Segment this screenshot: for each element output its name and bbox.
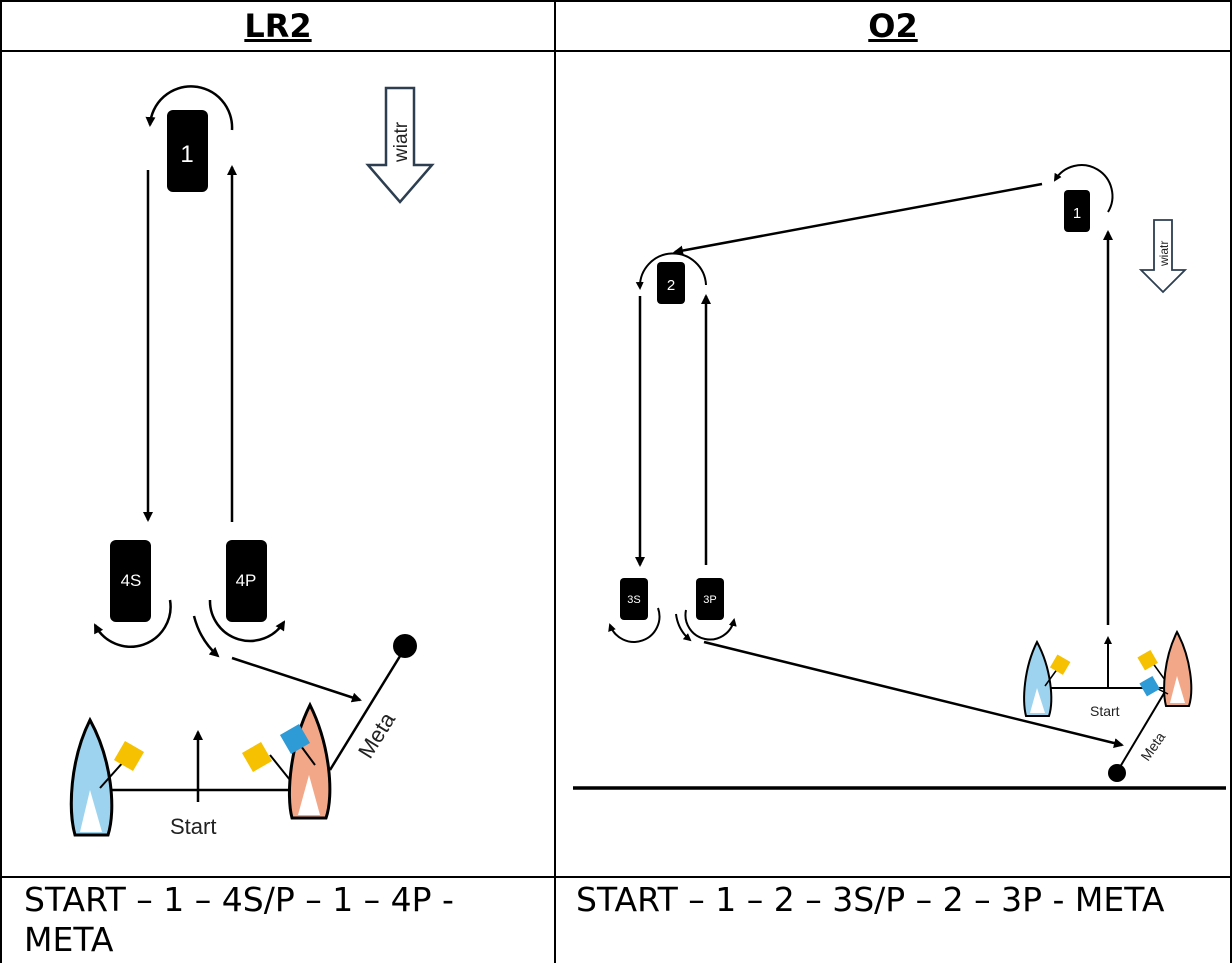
o2-finish-buoy <box>1108 764 1126 782</box>
o2-mark-1: 1 <box>1064 190 1090 232</box>
o2-inner-rounding-arrow <box>675 613 692 642</box>
lr2-mark-4s-label: 4S <box>121 571 142 590</box>
lr2-course-sequence: START – 1 – 4S/P – 1 – 4P - META <box>24 880 454 959</box>
o2-mark-3p-rounding-arrow <box>684 609 737 641</box>
o2-mark-1-rounding-arrow <box>1053 164 1114 213</box>
lr2-diagram: 1 4S 4P Meta Start <box>69 85 435 839</box>
lr2-finish-leg-arrow <box>231 656 362 703</box>
o2-course-sequence: START – 1 – 2 – 3S/P – 2 – 3P - META <box>576 880 1165 919</box>
lr2-mark-1-rounding-arrow <box>145 85 234 131</box>
lr2-inner-rounding-arrow <box>192 615 220 658</box>
table-column-divider <box>554 0 556 963</box>
lr2-finish-label: Meta <box>353 707 401 762</box>
o2-mark-2-rounding-arrow <box>635 252 707 290</box>
lr2-mark-4s: 4S <box>110 540 151 622</box>
o2-mark-3s-label: 3S <box>627 594 640 606</box>
o2-finish-label: Meta <box>1137 729 1168 764</box>
o2-wind-label: wiatr <box>1157 241 1171 267</box>
table-border-right <box>1230 0 1232 963</box>
lr2-mark-4p-label: 4P <box>236 571 257 590</box>
o2-leg-1-to-2-arrow <box>673 182 1043 256</box>
table-header-divider <box>0 50 1232 52</box>
o2-title: O2 <box>868 7 918 45</box>
o2-mark-3s: 3S <box>620 578 648 620</box>
o2-mark-1-label: 1 <box>1073 205 1081 222</box>
lr2-mark-1: 1 <box>167 110 208 192</box>
lr2-title: LR2 <box>244 7 312 45</box>
o2-wind-arrow: wiatr <box>1138 219 1188 294</box>
o2-finish-line <box>1116 689 1167 773</box>
lr2-finish-buoy <box>393 634 417 658</box>
o2-mark-3s-rounding-arrow <box>608 607 661 643</box>
table-footer-divider <box>0 876 1232 878</box>
lr2-wind-label: wiatr <box>391 121 412 163</box>
o2-start-label: Start <box>1090 703 1120 719</box>
o2-finish-leg-arrow <box>703 640 1124 748</box>
lr2-wind-arrow: wiatr <box>365 86 435 204</box>
o2-mark-2-label: 2 <box>667 277 675 294</box>
lr2-mark-1-label: 1 <box>180 141 193 168</box>
o2-mark-2: 2 <box>657 262 685 304</box>
o2-mark-3p: 3P <box>696 578 724 620</box>
lr2-finish-line <box>328 647 407 771</box>
lr2-mark-4p: 4P <box>226 540 267 622</box>
lr2-mark-4s-rounding-arrow <box>93 599 172 648</box>
o2-committee-boat-orange <box>1137 629 1193 707</box>
lr2-mark-4p-rounding-arrow <box>208 599 286 643</box>
lr2-committee-boat-orange <box>241 701 332 820</box>
table-border-top <box>0 0 1232 2</box>
lr2-start-label: Start <box>170 814 216 839</box>
o2-diagram: 1 2 3S 3P Meta <box>573 164 1226 790</box>
table-border-left <box>0 0 2 963</box>
o2-committee-boat-blue <box>1023 639 1071 717</box>
o2-mark-3p-label: 3P <box>703 594 716 606</box>
lr2-committee-boat-blue <box>69 716 145 837</box>
